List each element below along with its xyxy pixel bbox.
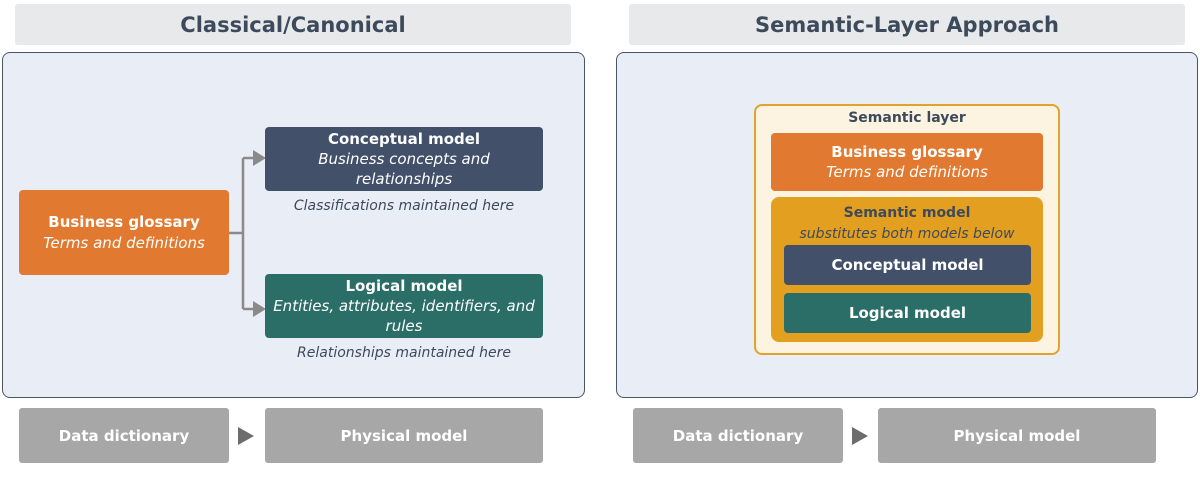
semantic-data-dictionary-box: Data dictionary bbox=[633, 408, 843, 463]
semantic-business-glossary-title: Business glossary bbox=[831, 142, 983, 161]
semantic-model-title: Semantic model bbox=[843, 205, 971, 221]
business-glossary-subtitle: Terms and definitions bbox=[43, 233, 205, 252]
arrow-dictionary-to-physical bbox=[238, 427, 254, 445]
semantic-business-glossary-box: Business glossary Terms and definitions bbox=[771, 133, 1043, 191]
semantic-logical-model-box: Logical model bbox=[784, 293, 1031, 333]
semantic-conceptual-model-title: Conceptual model bbox=[831, 255, 984, 274]
logical-model-box: Logical model Entities, attributes, iden… bbox=[265, 274, 543, 338]
business-glossary-title: Business glossary bbox=[48, 213, 200, 232]
logical-model-title: Logical model bbox=[345, 276, 463, 295]
semantic-layer-title: Semantic layer bbox=[848, 110, 966, 126]
conceptual-model-box: Conceptual model Business concepts and r… bbox=[265, 127, 543, 191]
logical-model-subtitle: Entities, attributes, identifiers, and r… bbox=[273, 296, 535, 336]
conceptual-model-subtitle: Business concepts and relationships bbox=[318, 149, 490, 189]
semantic-model-subtitle: substitutes both models below bbox=[799, 226, 1015, 242]
glossary-connector bbox=[229, 150, 266, 317]
semantic-data-dictionary-label: Data dictionary bbox=[672, 426, 804, 445]
data-dictionary-box: Data dictionary bbox=[19, 408, 229, 463]
physical-model-box: Physical model bbox=[265, 408, 543, 463]
semantic-physical-model-box: Physical model bbox=[878, 408, 1156, 463]
data-dictionary-label: Data dictionary bbox=[58, 426, 190, 445]
semantic-approach-title-text: Semantic-Layer Approach bbox=[755, 12, 1059, 37]
semantic-approach-title: Semantic-Layer Approach bbox=[629, 4, 1185, 45]
classical-title: Classical/Canonical bbox=[15, 4, 571, 45]
classical-title-text: Classical/Canonical bbox=[180, 12, 406, 37]
arrow-to-conceptual bbox=[253, 150, 266, 166]
semantic-physical-model-label: Physical model bbox=[953, 426, 1081, 445]
semantic-logical-model-title: Logical model bbox=[848, 303, 967, 322]
conceptual-model-note: Classifications maintained here bbox=[293, 198, 515, 214]
business-glossary-box: Business glossary Terms and definitions bbox=[19, 190, 229, 275]
semantic-conceptual-model-box: Conceptual model bbox=[784, 245, 1031, 285]
conceptual-model-title: Conceptual model bbox=[327, 129, 481, 148]
physical-model-label: Physical model bbox=[340, 426, 468, 445]
semantic-business-glossary-subtitle: Terms and definitions bbox=[826, 163, 988, 181]
arrow-to-logical bbox=[253, 301, 266, 317]
semantic-arrow-dictionary-to-physical bbox=[852, 427, 868, 445]
logical-model-note: Relationships maintained here bbox=[297, 345, 511, 361]
